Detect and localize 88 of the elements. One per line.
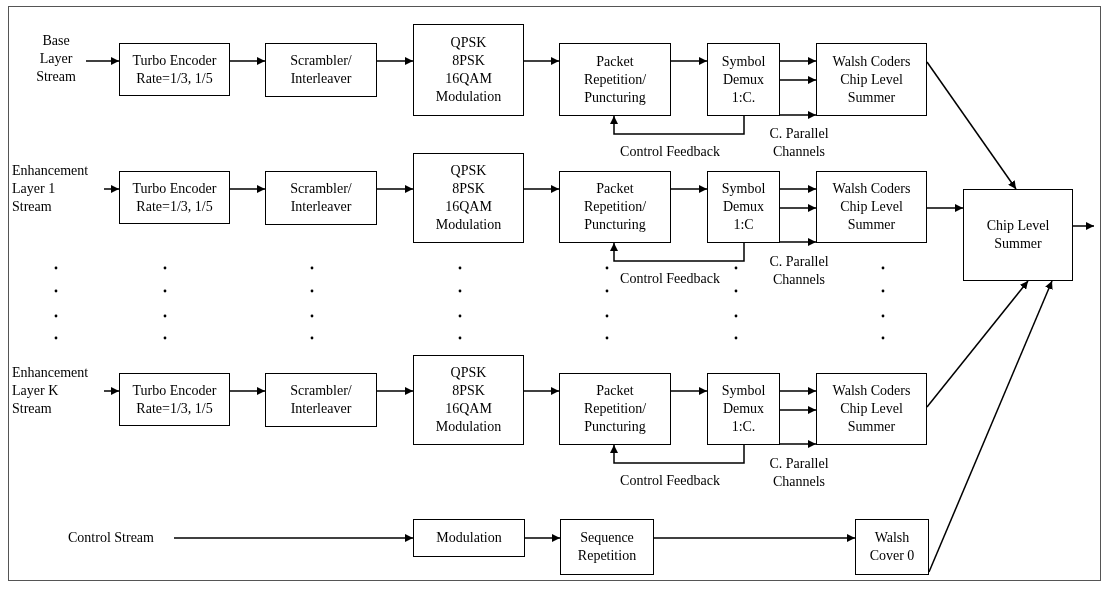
process-box	[413, 24, 524, 116]
process-box	[963, 189, 1073, 281]
arrow	[523, 387, 560, 395]
box-text: Symbol Demux 1:C.	[720, 52, 767, 107]
process-box	[119, 373, 230, 426]
box-text: Chip Level Summer	[985, 217, 1051, 253]
process-box	[559, 43, 671, 116]
box-text: Symbol Demux 1:C.	[720, 382, 767, 436]
process-box	[707, 373, 780, 445]
arrow	[779, 238, 817, 246]
arrow	[85, 57, 120, 65]
arrow	[524, 534, 561, 542]
arrow	[376, 57, 414, 65]
arrow	[229, 185, 266, 193]
arrow	[229, 57, 266, 65]
arrow	[229, 387, 266, 395]
box-text: Packet Repetition/ Puncturing	[582, 382, 648, 436]
box-text: Modulation	[435, 529, 503, 547]
arrow	[926, 61, 1017, 190]
stream-label: Enhancement Layer K Stream	[12, 362, 104, 420]
box-text: Turbo Encoder Rate=1/3, 1/5	[131, 51, 218, 88]
arrow	[779, 185, 817, 193]
arrow	[653, 534, 856, 542]
arrow	[779, 406, 817, 414]
box-text: QPSK 8PSK 16QAM Modulation	[435, 364, 502, 436]
process-box	[413, 355, 524, 445]
stream-label: Enhancement Layer 1 Stream	[12, 160, 104, 218]
process-box	[816, 171, 927, 243]
process-box	[119, 171, 230, 224]
arrow	[103, 185, 120, 193]
process-box	[265, 43, 377, 97]
arrow	[173, 534, 414, 542]
arrow	[670, 387, 708, 395]
box-text: Scrambler/ Interleaver	[289, 52, 353, 88]
edge-label: Control Feedback	[620, 270, 720, 288]
arrow	[523, 57, 560, 65]
edge-label: Control Feedback	[620, 472, 720, 490]
arrow	[779, 76, 817, 84]
arrow	[670, 57, 708, 65]
box-text: Turbo Encoder Rate=1/3, 1/5	[131, 381, 218, 418]
box-text: Scrambler/ Interleaver	[289, 180, 353, 216]
box-text: Walsh Cover 0	[868, 529, 916, 565]
arrow	[779, 387, 817, 395]
arrow	[610, 115, 745, 135]
process-box	[559, 373, 671, 445]
arrow	[376, 387, 414, 395]
process-box	[816, 43, 927, 116]
channel-note: C. Parallel Channels	[768, 125, 830, 161]
edge-label: Control Feedback	[620, 143, 720, 161]
process-box	[265, 171, 377, 225]
arrow	[670, 185, 708, 193]
process-box	[855, 519, 929, 575]
arrow	[610, 444, 745, 464]
arrow	[779, 440, 817, 448]
arrow	[376, 185, 414, 193]
box-text: Packet Repetition/ Puncturing	[582, 180, 648, 234]
arrow	[523, 185, 560, 193]
box-text: Walsh Coders Chip Level Summer	[831, 52, 912, 107]
box-text: Turbo Encoder Rate=1/3, 1/5	[131, 179, 218, 216]
arrow	[926, 204, 964, 212]
arrow	[779, 204, 817, 212]
arrow	[1072, 222, 1095, 230]
arrow	[610, 242, 745, 262]
process-box	[816, 373, 927, 445]
process-box	[559, 171, 671, 243]
box-text: Symbol Demux 1:C	[720, 180, 767, 234]
process-box	[707, 43, 780, 116]
arrow	[779, 111, 817, 119]
process-box	[265, 373, 377, 427]
stream-label: Base Layer Stream	[26, 30, 86, 88]
box-text: Packet Repetition/ Puncturing	[582, 52, 648, 107]
box-text: QPSK 8PSK 16QAM Modulation	[435, 162, 502, 234]
arrow	[779, 57, 817, 65]
stream-label: Control Stream	[56, 528, 166, 548]
box-text: Walsh Coders Chip Level Summer	[831, 180, 912, 234]
box-text: Scrambler/ Interleaver	[289, 382, 353, 418]
process-box	[119, 43, 230, 96]
arrow	[926, 280, 1029, 408]
box-text: QPSK 8PSK 16QAM Modulation	[435, 34, 502, 106]
process-box	[560, 519, 654, 575]
arrow	[103, 387, 120, 395]
box-text: Sequence Repetition	[576, 529, 638, 565]
process-box	[413, 519, 525, 557]
box-text: Walsh Coders Chip Level Summer	[831, 382, 912, 436]
channel-note: C. Parallel Channels	[768, 253, 830, 289]
process-box	[707, 171, 780, 243]
process-box	[413, 153, 524, 243]
channel-note: C. Parallel Channels	[768, 455, 830, 491]
